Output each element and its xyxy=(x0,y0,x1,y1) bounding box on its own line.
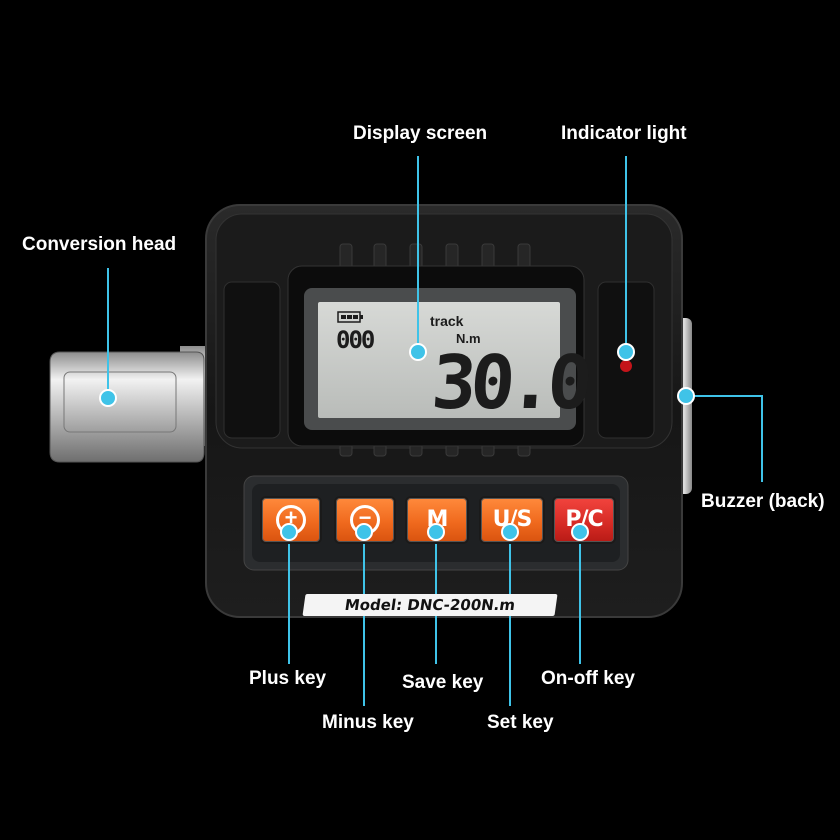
set-key-label: U/S xyxy=(492,507,533,532)
label-indicator-light: Indicator light xyxy=(561,123,687,144)
save-key-label: M xyxy=(426,507,449,532)
label-buzzer: Buzzer (back) xyxy=(701,491,825,512)
model-plate: Model: DNC-200N.m xyxy=(302,594,558,616)
save-key[interactable]: M xyxy=(405,496,469,544)
label-display-screen: Display screen xyxy=(353,123,488,144)
left-grip-pad xyxy=(223,281,281,439)
on-off-key-label: P/C xyxy=(565,507,603,532)
battery-icon xyxy=(337,311,363,323)
label-on-off-key: On-off key xyxy=(541,668,635,689)
indicator-led xyxy=(620,360,632,372)
label-minus-key: Minus key xyxy=(322,712,414,733)
conversion-head xyxy=(49,346,220,463)
label-plus-key: Plus key xyxy=(249,668,327,689)
plus-key[interactable]: + xyxy=(260,496,322,544)
plus-icon: + xyxy=(276,505,306,535)
minus-icon: − xyxy=(350,505,380,535)
label-conversion-head: Conversion head xyxy=(22,234,177,255)
label-save-key: Save key xyxy=(402,672,484,693)
lcd-counter: 000 xyxy=(336,326,375,354)
lcd-reading: 30.0 xyxy=(428,340,590,426)
label-set-key: Set key xyxy=(487,712,554,733)
set-key[interactable]: U/S xyxy=(479,496,545,544)
lcd-panel xyxy=(318,302,560,418)
on-off-key[interactable]: P/C xyxy=(552,496,616,544)
lcd-mode: track xyxy=(430,313,464,329)
minus-key[interactable]: − xyxy=(334,496,396,544)
callout-lines xyxy=(107,156,763,706)
lcd-unit: N.m xyxy=(456,331,481,346)
